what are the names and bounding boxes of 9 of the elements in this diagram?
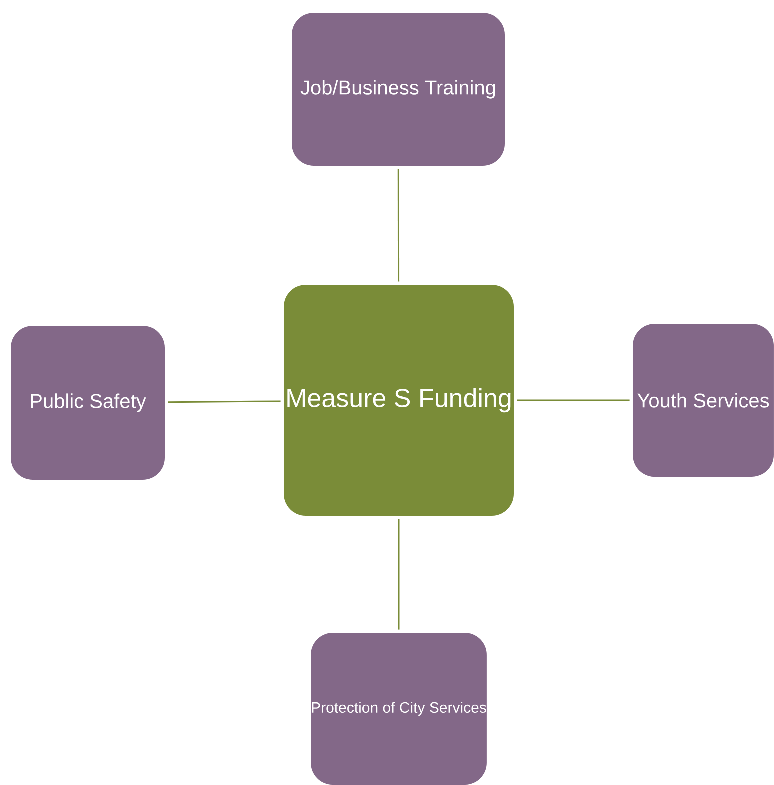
topic-box: Public Safety — [11, 326, 165, 480]
connector-line — [398, 169, 400, 282]
center-box: Measure S Funding — [284, 285, 514, 516]
topic-box: Protection of City Services — [311, 633, 487, 785]
connector-line — [168, 400, 281, 404]
connector-line — [517, 400, 630, 402]
topic-box: Job/Business Training — [292, 13, 505, 166]
connector-line — [398, 519, 400, 630]
topic-box: Youth Services — [633, 324, 774, 477]
